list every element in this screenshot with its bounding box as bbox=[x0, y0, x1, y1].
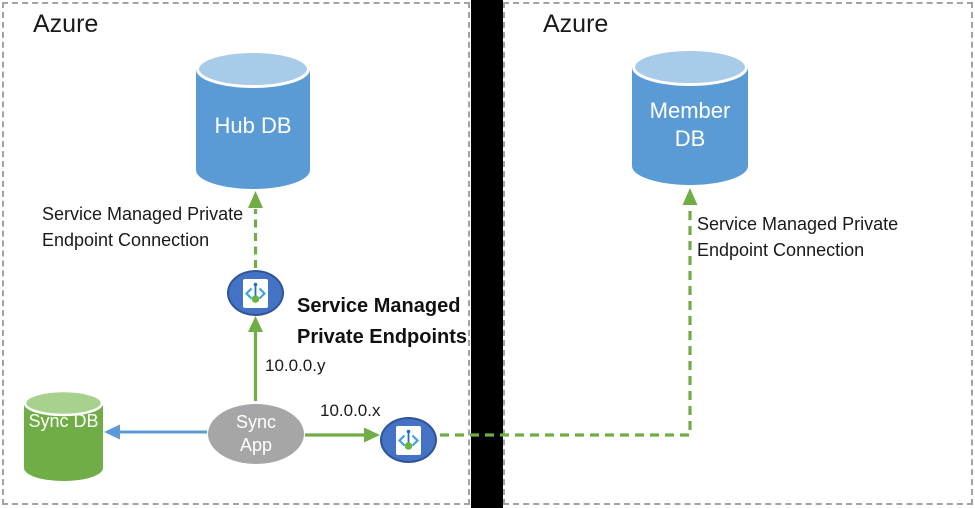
network-boundary-divider bbox=[471, 0, 503, 508]
member-db-cylinder bbox=[632, 48, 748, 186]
database-cylinder-icon bbox=[632, 48, 748, 185]
sync-app-node: Sync App bbox=[208, 404, 304, 464]
arrow-syncapp-to-endpoint-x bbox=[305, 427, 380, 443]
azure-zone-left-title: Azure bbox=[33, 10, 99, 38]
left-endpoint-connection-label: Service Managed Private Endpoint Connect… bbox=[42, 204, 244, 250]
hub-db-cylinder bbox=[196, 50, 310, 190]
sync-db-cylinder bbox=[23, 389, 104, 481]
azure-zone-left-box bbox=[2, 2, 470, 505]
hub-db-label: Hub DB bbox=[214, 113, 292, 138]
arrow-syncapp-to-endpoint-y bbox=[248, 316, 263, 401]
ip-address-x-label: 10.0.0.x bbox=[320, 401, 381, 420]
database-cylinder-icon bbox=[23, 389, 104, 481]
arrow-syncapp-to-syncdb bbox=[104, 424, 207, 440]
ip-address-y-label: 10.0.0.y bbox=[265, 356, 326, 375]
right-endpoint-connection-label: Service Managed Private Endpoint Connect… bbox=[697, 214, 899, 260]
sync-db-label: Sync DB bbox=[28, 411, 99, 431]
azure-zone-right-box bbox=[503, 2, 973, 505]
azure-zone-right-title: Azure bbox=[543, 10, 609, 38]
private-endpoint-icon bbox=[396, 425, 421, 455]
private-endpoint-x-node bbox=[380, 417, 437, 463]
arrow-endpoint-x-to-memberdb bbox=[440, 188, 698, 437]
service-managed-private-endpoints-title: Service Managed Private Endpoints bbox=[297, 295, 468, 348]
private-endpoint-icon bbox=[243, 278, 268, 308]
private-endpoint-y-node bbox=[227, 270, 284, 316]
sync-app-label: Sync App bbox=[235, 412, 277, 455]
member-db-label: Member DB bbox=[649, 98, 731, 151]
arrow-endpoint-y-to-hubdb bbox=[248, 191, 263, 268]
database-cylinder-icon bbox=[196, 50, 310, 189]
